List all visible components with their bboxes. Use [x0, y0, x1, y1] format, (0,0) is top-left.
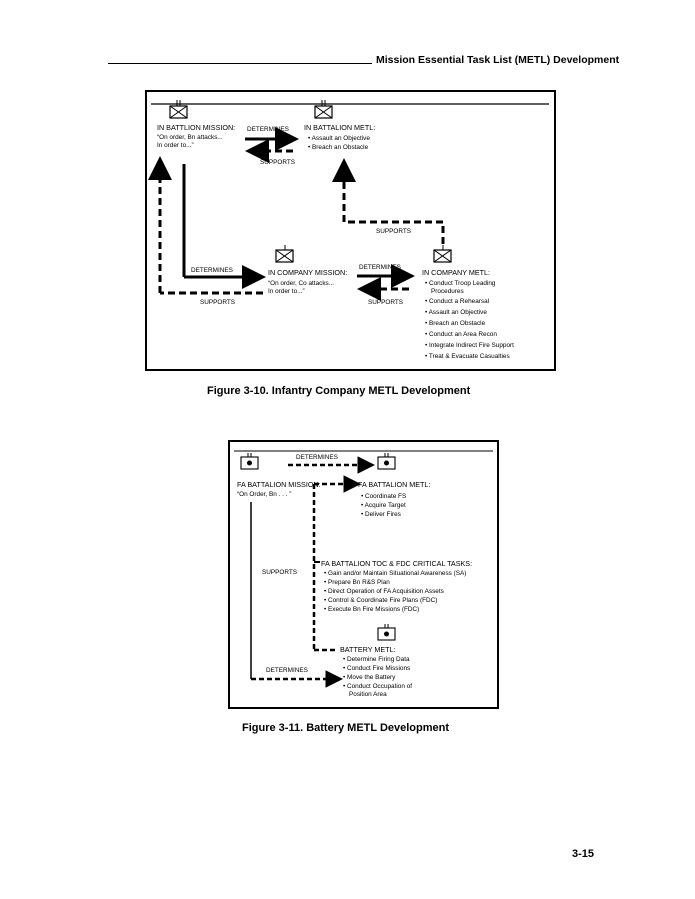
figure-battery-metl-diagram: FA BATTALION MISSION: “On Order, Bn . . … [228, 440, 499, 709]
supports-label: SUPPORTS [260, 159, 295, 166]
battery-metl-item: • Determine Firing Data [343, 656, 410, 663]
infantry-company-metl-symbol-icon [433, 245, 452, 263]
toc-task-item: • Direct Operation of FA Acquisition Ass… [324, 588, 444, 595]
infantry-company-symbol-icon [275, 245, 294, 263]
toc-task-item: • Gain and/or Maintain Situational Aware… [324, 570, 466, 577]
fa-battalion-symbol-icon [240, 453, 259, 470]
battery-metl-title: BATTERY METL: [340, 645, 396, 654]
bn-metl-item: • Breach an Obstacle [308, 144, 369, 151]
bn-metl-item: • Assault an Objective [308, 135, 370, 142]
battery-symbol-icon [377, 624, 396, 641]
fa-metl-item: • Coordinate FS [361, 493, 406, 500]
fa-metl-item: • Deliver Fires [361, 511, 401, 518]
toc-task-item: • Execute Bn Fire Missions (FDC) [324, 606, 419, 613]
co-mission-line: “On order, Co attacks... [268, 280, 334, 287]
toc-tasks-title: FA BATTALION TOC & FDC CRITICAL TASKS: [321, 559, 472, 568]
fa-metl-title: FA BATTALION METL: [358, 480, 430, 489]
header-rule [108, 63, 372, 64]
co-mission-line: In order to...” [268, 288, 305, 295]
supports-mid-label: SUPPORTS [376, 228, 411, 235]
battery-metl-item: Position Area [349, 691, 387, 698]
bn-mission-line: “On order, Bn attacks... [157, 134, 223, 141]
co-metl-title: IN COMPANY METL: [422, 268, 490, 277]
co-metl-item: Procedures [431, 288, 464, 295]
bn-mission-line: In order to...” [157, 142, 194, 149]
infantry-metl-svg: IN BATTLION MISSION: “On order, Bn attac… [148, 100, 549, 360]
co-metl-item: • Assault an Objective [425, 309, 487, 316]
co-metl-item: • Integrate Indirect Fire Support [425, 342, 514, 349]
running-header: Mission Essential Task List (METL) Devel… [376, 54, 620, 66]
fa-metl-item: • Acquire Target [361, 502, 406, 509]
battery-metl-item: • Conduct Fire Missions [343, 665, 410, 672]
toc-task-item: • Prepare Bn R&S Plan [324, 579, 390, 586]
determines-bottom-label: DETERMINES [266, 667, 308, 674]
figure-caption: Figure 3-11. Battery METL Development [242, 722, 450, 734]
determines-left-label: DETERMINES [191, 267, 233, 274]
page-number: 3-15 [572, 848, 595, 860]
fa-battalion-metl-symbol-icon [377, 453, 396, 470]
co-metl-item: • Treat & Evacuate Casualties [425, 353, 510, 360]
co-metl-item: • Breach an Obstacle [425, 320, 486, 327]
toc-task-item: • Control & Coordinate Fire Plans (FDC) [324, 597, 437, 604]
battery-metl-item: • Conduct Occupation of [343, 683, 412, 690]
infantry-battalion-metl-symbol-icon [314, 100, 333, 119]
battery-metl-item: • Move the Battery [343, 674, 396, 681]
determines-top-label: DETERMINES [296, 454, 338, 461]
determines-right-label: DETERMINES [359, 264, 401, 271]
co-metl-item: • Conduct a Rehearsal [425, 298, 489, 305]
figure-caption: Figure 3-10. Infantry Company METL Devel… [207, 385, 471, 397]
co-metl-item: • Conduct an Area Recon [425, 331, 497, 338]
bn-mission-title: IN BATTLION MISSION: [157, 123, 235, 132]
fa-mission-title: FA BATTALION MISSION: [237, 480, 321, 489]
infantry-battalion-symbol-icon [169, 100, 188, 119]
co-metl-item: • Conduct Troop Leading [425, 280, 496, 287]
battery-metl-svg: FA BATTALION MISSION: “On Order, Bn . . … [234, 450, 493, 698]
determines-label: DETERMINES [247, 126, 289, 133]
figure-infantry-metl-diagram: IN BATTLION MISSION: “On order, Bn attac… [145, 90, 556, 371]
supports-left-label: SUPPORTS [200, 299, 235, 306]
supports-label: SUPPORTS [262, 569, 297, 576]
bn-metl-title: IN BATTALION METL: [304, 123, 375, 132]
co-mission-title: IN COMPANY MISSION: [268, 268, 347, 277]
supports-right-label: SUPPORTS [368, 299, 403, 306]
fa-mission-line: “On Order, Bn . . . ” [237, 491, 291, 498]
